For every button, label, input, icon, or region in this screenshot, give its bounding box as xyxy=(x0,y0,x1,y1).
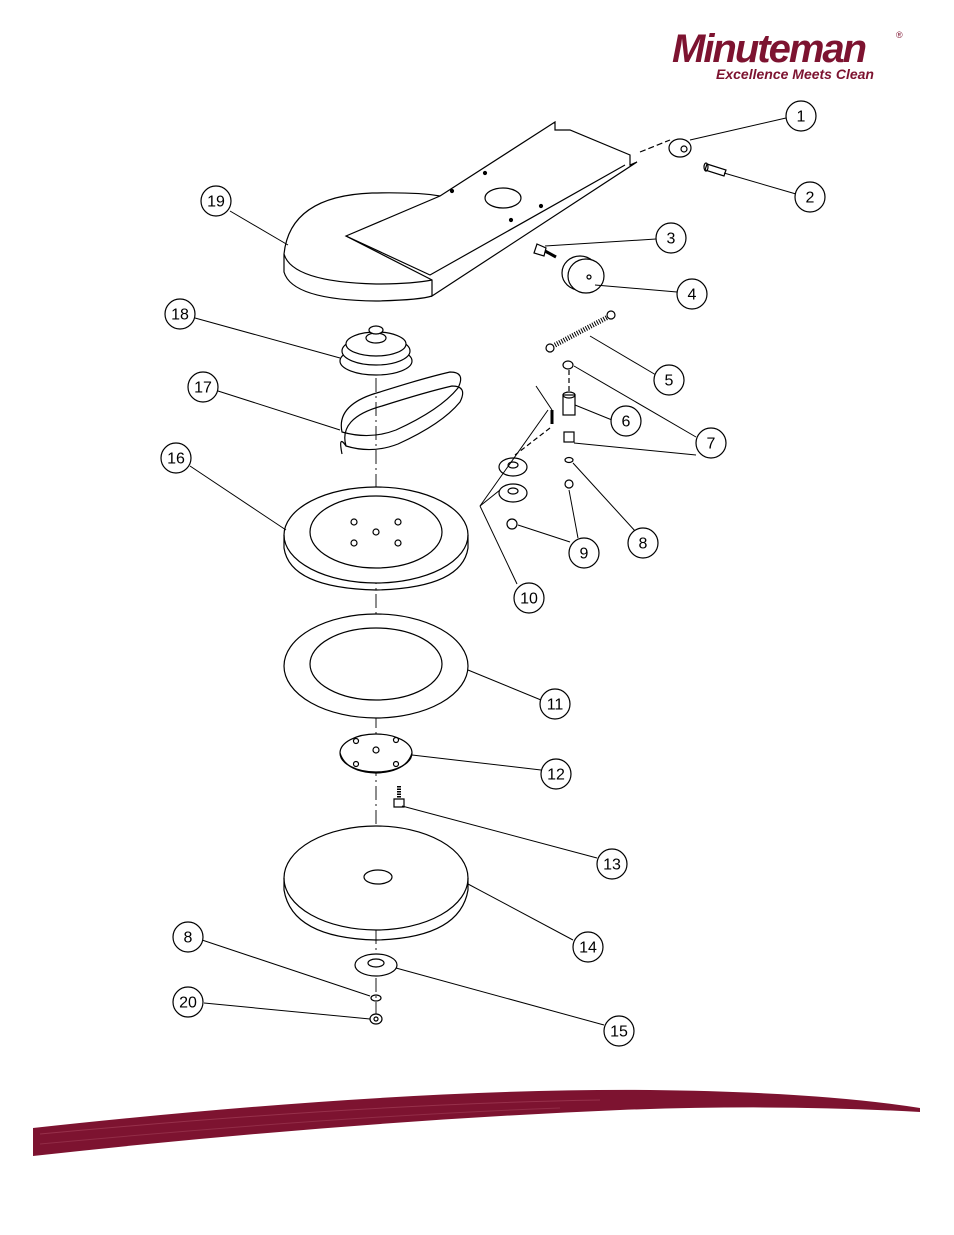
part-16-drive-plate xyxy=(283,486,469,591)
part-17-belt xyxy=(340,371,464,455)
callout-1: 1 xyxy=(797,109,806,126)
part-1-roller xyxy=(639,138,692,158)
callout-18: 18 xyxy=(171,307,189,324)
callout-7: 7 xyxy=(707,436,716,453)
callout-19: 19 xyxy=(207,194,225,211)
part-5-spring xyxy=(545,310,616,353)
part-2-pin xyxy=(703,162,727,177)
callout-11: 11 xyxy=(547,697,564,714)
callout-20: 20 xyxy=(179,995,197,1012)
part-3-bolt xyxy=(533,243,557,259)
callout-15: 15 xyxy=(610,1024,628,1041)
registered-mark: ® xyxy=(896,30,903,40)
callout-12: 12 xyxy=(547,767,565,784)
part-14-pad-driver xyxy=(283,825,469,941)
leader-lines xyxy=(189,117,797,1026)
callout-16: 16 xyxy=(167,451,185,468)
callout-8: 8 xyxy=(639,536,648,553)
minuteman-logo: Minuteman ® Excellence Meets Clean xyxy=(672,26,912,84)
callout-circles xyxy=(160,100,826,1047)
logo-tagline: Excellence Meets Clean xyxy=(716,66,874,82)
part-19-deck xyxy=(283,120,638,302)
part-10-idlers xyxy=(498,457,528,530)
part-18-pulley xyxy=(339,325,413,376)
part-11-pad-ring xyxy=(283,613,469,719)
callout-6: 6 xyxy=(622,414,631,431)
callout-2: 2 xyxy=(806,190,815,207)
callout-13: 13 xyxy=(603,857,621,874)
part-6-7-pivot xyxy=(514,360,576,489)
part-4-wheel xyxy=(561,255,605,294)
callout-8-lower: 8 xyxy=(184,930,193,947)
callout-3: 3 xyxy=(667,231,676,248)
callout-17: 17 xyxy=(194,380,212,397)
logo-wordmark: Minuteman xyxy=(672,27,867,71)
callout-4: 4 xyxy=(688,287,697,304)
part-12-hub-plate xyxy=(339,733,413,774)
callout-10: 10 xyxy=(520,591,538,608)
part-8-washer xyxy=(370,994,382,1002)
part-15-center-lock xyxy=(354,953,398,977)
callout-5: 5 xyxy=(665,373,674,390)
callout-9: 9 xyxy=(580,546,589,563)
callout-14: 14 xyxy=(579,940,597,957)
